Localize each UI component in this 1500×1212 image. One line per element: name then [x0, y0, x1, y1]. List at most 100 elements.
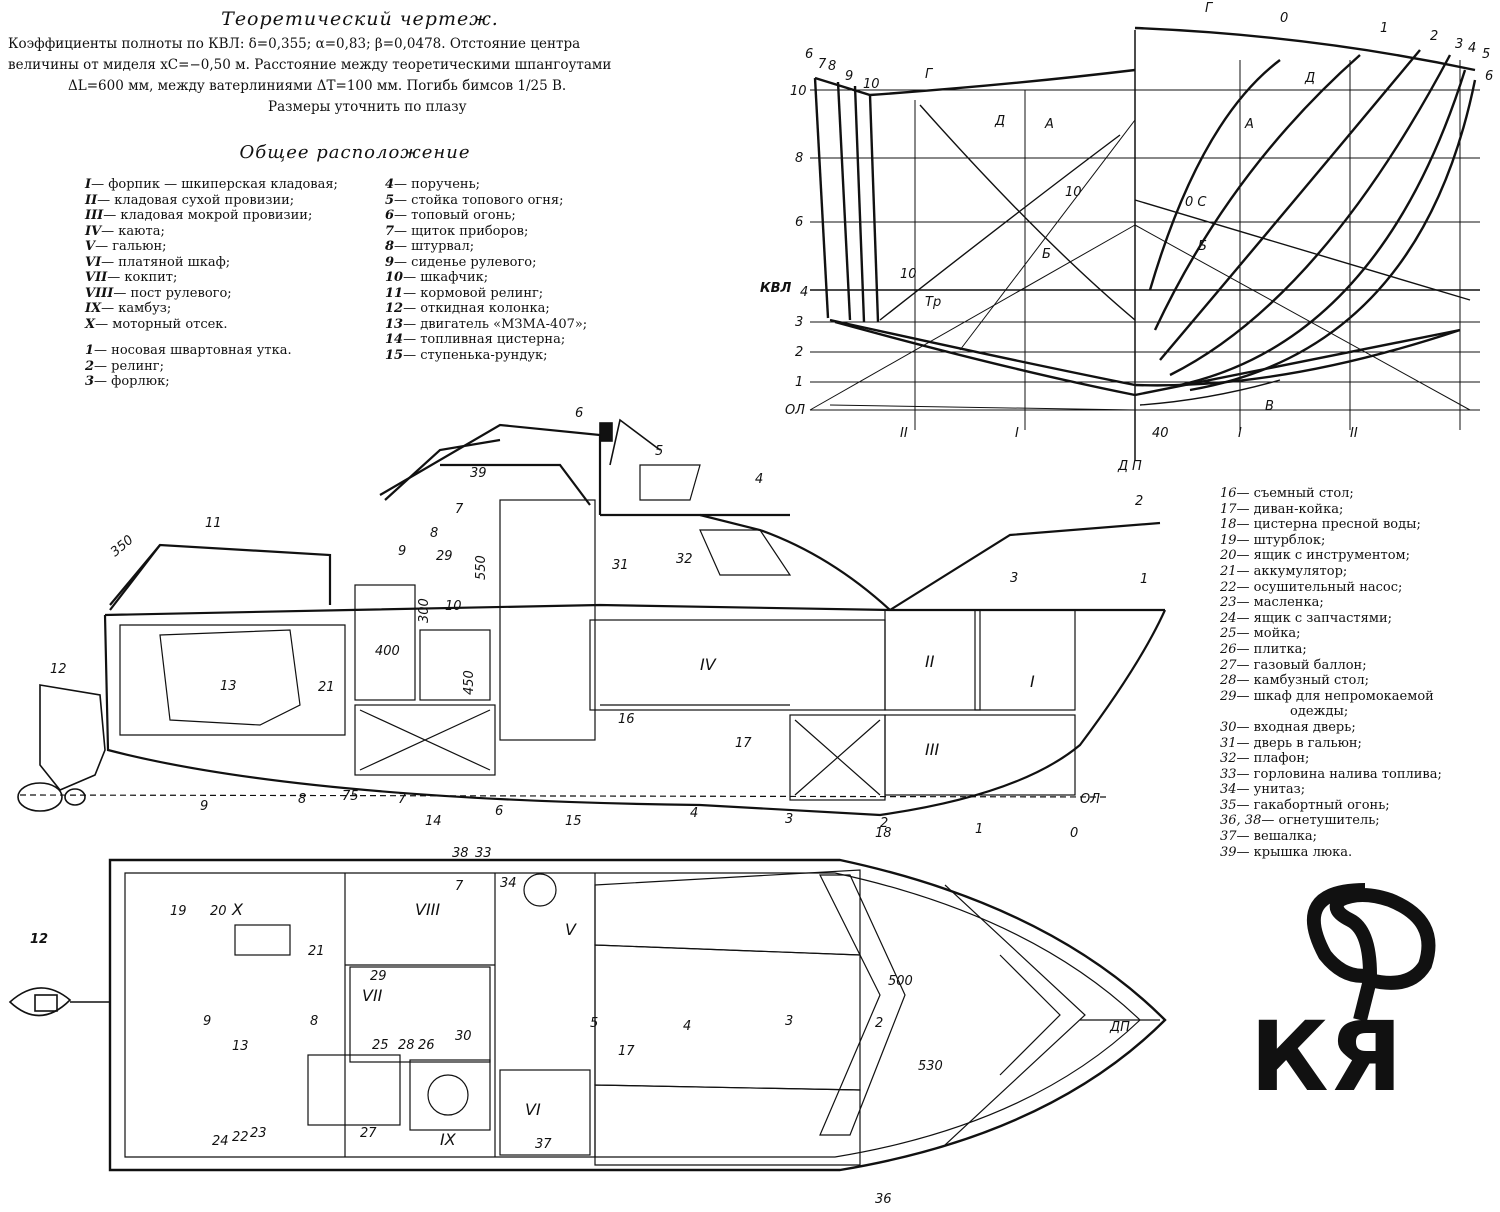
frame-label-0: 0 — [1280, 11, 1288, 26]
plan-callout-20: 20 — [210, 904, 227, 919]
legend-text: — камбузный стол; — [1236, 673, 1369, 689]
room-label-x: X — [231, 900, 244, 919]
frame-label-2: 2 — [1430, 29, 1438, 44]
outboard-column-12 — [17, 684, 106, 812]
legend-text: — двигатель «МЗМА-407»; — [403, 316, 588, 332]
legend-item: 39— крышка люка. — [1220, 845, 1442, 861]
profile-interior — [119, 464, 1076, 801]
bottom-label-I2: I — [1238, 426, 1242, 441]
legend-text: — цистерна пресной воды; — [1236, 517, 1421, 533]
legend-item: X— моторный отсек. — [85, 317, 338, 333]
legend-item: 13— двигатель «МЗМА-407»; — [385, 317, 587, 333]
legend-text: — камбуз; — [101, 301, 172, 316]
legend-key: IV — [85, 223, 102, 239]
plan-callout-27: 27 — [360, 1126, 377, 1141]
legend-key: 21 — [1220, 563, 1237, 579]
legend-key: 9 — [385, 254, 395, 270]
plan-callout-5: 5 — [590, 1016, 598, 1031]
plan-callout-28: 28 — [398, 1038, 415, 1053]
legend-text: — шкафчик; — [403, 270, 489, 285]
legend-key: 29 — [1220, 688, 1237, 704]
legend-item: 3— форлюк; — [85, 374, 292, 390]
curve-label-d2: Д — [1304, 71, 1315, 86]
plan-labels: 12 19 20 X 21 9 8 13 24 22 23 VII 29 25 … — [30, 846, 1130, 1207]
legend-key: 16 — [1220, 486, 1237, 501]
wl-label-4: 4 — [800, 285, 808, 300]
callout-14: 14 — [425, 814, 442, 829]
legend-text: — унитаз; — [1236, 782, 1306, 798]
callout-39: 39 — [470, 466, 487, 481]
legend-key: 20 — [1220, 548, 1237, 564]
legend-item: 11— кормовой релинг; — [385, 286, 587, 302]
legend-item: 30— входная дверь; — [1220, 720, 1442, 736]
legend-item: 34— унитаз; — [1220, 782, 1442, 798]
legend-item: 1— носовая швартовная утка. — [85, 343, 292, 359]
wl-label-ol: ОЛ — [785, 403, 805, 418]
diagonal-curves — [879, 104, 1471, 406]
door-31 — [499, 499, 596, 741]
legend-item: III— кладовая мокрой провизии; — [85, 208, 338, 224]
legend-text: — плитка; — [1236, 641, 1307, 657]
legend-text: — щиток приборов; — [394, 223, 529, 239]
sink-25 — [307, 1054, 401, 1126]
legend-text: — аккумулятор; — [1236, 563, 1348, 579]
callout-8: 8 — [430, 526, 438, 541]
legend-item: 9— сиденье рулевого; — [385, 255, 587, 271]
legend-item: VIII— пост рулевого; — [85, 286, 338, 302]
legend-key: 18 — [1220, 517, 1237, 533]
plan-callout-29: 29 — [370, 969, 387, 984]
callout-31: 31 — [612, 558, 629, 573]
legend-item: 33— горловина налива топлива; — [1220, 767, 1442, 783]
plan-callout-2: 2 — [875, 1016, 883, 1031]
legend-text: — газовый баллон; — [1236, 657, 1367, 673]
legend-item: 12— откидная колонка; — [385, 301, 587, 317]
callout-13: 13 — [220, 679, 237, 694]
legend-item: 23— масленка; — [1220, 595, 1442, 611]
legend-text: — топовый огонь; — [394, 208, 516, 223]
frame-label-5: 5 — [1482, 47, 1490, 62]
legend-key: II — [85, 192, 98, 208]
legend-key: 28 — [1220, 673, 1237, 689]
curve-label-a: А — [1044, 117, 1054, 132]
bottom-label-II2: II — [1350, 426, 1358, 441]
legend-item: IV— каюта; — [85, 224, 338, 240]
legend-key: 6 — [385, 208, 395, 223]
legend-key: 8 — [385, 239, 395, 254]
legend-item: V— гальюн; — [85, 239, 338, 255]
plan-callout-38: 38 — [452, 846, 469, 861]
station-2: 2 — [880, 816, 888, 831]
callout-5: 5 — [655, 444, 663, 459]
callout-2: 2 — [1135, 494, 1143, 509]
station-8: 8 — [298, 792, 306, 807]
stove-26 — [409, 1059, 491, 1131]
callout-9: 9 — [398, 544, 406, 559]
legend-text: — пост рулевого; — [113, 285, 232, 301]
plan-callout-17: 17 — [618, 1044, 635, 1059]
plan-callout-33: 33 — [475, 846, 492, 861]
cockpit-vii — [349, 966, 491, 1063]
legend-item: 25— мойка; — [1220, 626, 1442, 642]
legend-item: VI— платяной шкаф; — [85, 255, 338, 271]
legend-key: 19 — [1220, 532, 1237, 548]
legend-text: — диван-койка; — [1236, 501, 1344, 517]
legend-item: II— кладовая сухой провизии; — [85, 193, 338, 209]
legend-key: 10 — [385, 270, 404, 285]
legend-text: — носовая швартовная утка. — [94, 343, 292, 358]
station-75: 75 — [342, 789, 359, 804]
station-6: 6 — [495, 804, 503, 819]
legend-item: 17— диван-койка; — [1220, 502, 1442, 518]
legend-text: — ступенька-рундук; — [403, 347, 548, 363]
legend-text: — форлюк; — [94, 374, 170, 389]
legend-key: 23 — [1220, 595, 1237, 611]
plan-callout-9: 9 — [203, 1014, 211, 1029]
legend-key: IX — [85, 301, 102, 316]
legend-text: — каюта; — [101, 223, 165, 239]
lines-drawing: 10 8 6 КВЛ 4 3 2 1 ОЛ Г 0 1 2 3 4 5 6 6 … — [760, 1, 1493, 474]
curve-label-10: 10 — [900, 267, 917, 282]
plan-callout-34: 34 — [500, 876, 517, 891]
general-arrangement-title: Общее расположение — [239, 142, 471, 163]
legend-item: 27— газовый баллон; — [1220, 658, 1442, 674]
plan-callout-30: 30 — [455, 1029, 472, 1044]
legend-text: — топливная цистерна; — [403, 332, 566, 347]
spec-line-4: Размеры уточнить по плазу — [268, 99, 467, 115]
